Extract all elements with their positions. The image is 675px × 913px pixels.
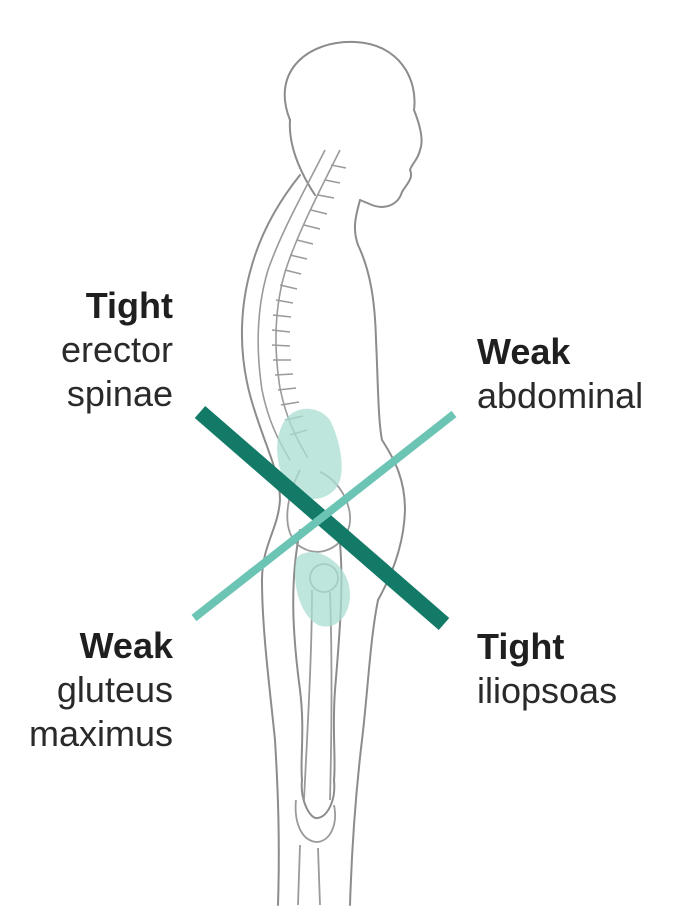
status-text: Tight: [477, 626, 565, 667]
status-text: Weak: [477, 331, 571, 372]
status-text: Tight: [85, 285, 173, 326]
status-text: Weak: [79, 625, 173, 666]
muscle-text: erector spinae: [60, 329, 173, 414]
body-silhouette: [241, 40, 423, 906]
label-weak-gluteus-maximus: Weak gluteus maximus: [0, 624, 173, 756]
label-weak-abdominal: Weak abdominal: [477, 330, 672, 418]
muscle-text: iliopsoas: [477, 670, 618, 711]
muscle-highlights: [277, 408, 350, 627]
label-tight-erector-spinae: Tight erector spinae: [0, 284, 173, 416]
label-tight-iliopsoas: Tight iliopsoas: [477, 625, 672, 713]
weak-line: [191, 410, 457, 622]
muscle-text: abdominal: [477, 375, 644, 416]
muscle-text: gluteus maximus: [28, 669, 173, 754]
